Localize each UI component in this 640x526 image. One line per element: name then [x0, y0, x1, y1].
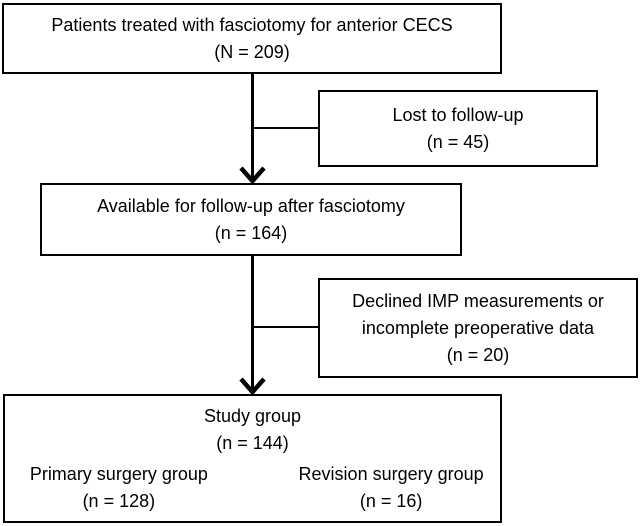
primary-surgery-text: Primary surgery group: [29, 463, 208, 484]
flow-box-lost-to-follow-up: Lost to follow-up (n = 45): [318, 90, 598, 167]
flow-box-study-group: Study group (n = 144) Primary surgery gr…: [3, 394, 502, 523]
flow-box-lost-text: Lost to follow-up: [392, 104, 524, 125]
flow-box-declined: Declined IMP measurements or incomplete …: [318, 278, 638, 378]
flow-box-lost-count: (n = 45): [426, 131, 490, 152]
flow-box-study-count: (n = 144): [216, 432, 289, 453]
flow-box-declined-text-1: Declined IMP measurements or: [352, 290, 604, 311]
down-arrow-icon: [239, 73, 266, 183]
connector-line-lost: [251, 127, 318, 129]
down-arrow-to-study: [238, 255, 267, 394]
flow-box-patients-text: Patients treated with fasciotomy for ant…: [51, 14, 453, 35]
revision-surgery-count: (n = 16): [359, 490, 423, 511]
study-subgroups-row: Primary surgery group (n = 128) Revision…: [5, 461, 500, 515]
flow-box-available: Available for follow-up after fasciotomy…: [40, 183, 462, 256]
flow-box-patients-count: (N = 209): [214, 41, 290, 62]
flow-box-available-text: Available for follow-up after fasciotomy: [97, 195, 405, 216]
flow-box-study-text: Study group: [203, 405, 302, 426]
flow-box-declined-text-2: incomplete preoperative data: [361, 317, 595, 338]
connector-line-declined: [251, 326, 318, 328]
down-arrow-to-available: [238, 73, 267, 183]
flow-box-declined-count: (n = 20): [446, 344, 510, 365]
primary-surgery-count: (n = 128): [82, 490, 156, 511]
down-arrow-icon: [239, 255, 266, 394]
primary-surgery-subgroup: Primary surgery group (n = 128): [5, 461, 233, 515]
revision-surgery-subgroup: Revision surgery group (n = 16): [282, 461, 500, 515]
flow-box-patients: Patients treated with fasciotomy for ant…: [2, 3, 502, 74]
revision-surgery-text: Revision surgery group: [298, 463, 484, 484]
flow-box-available-count: (n = 164): [214, 222, 288, 243]
